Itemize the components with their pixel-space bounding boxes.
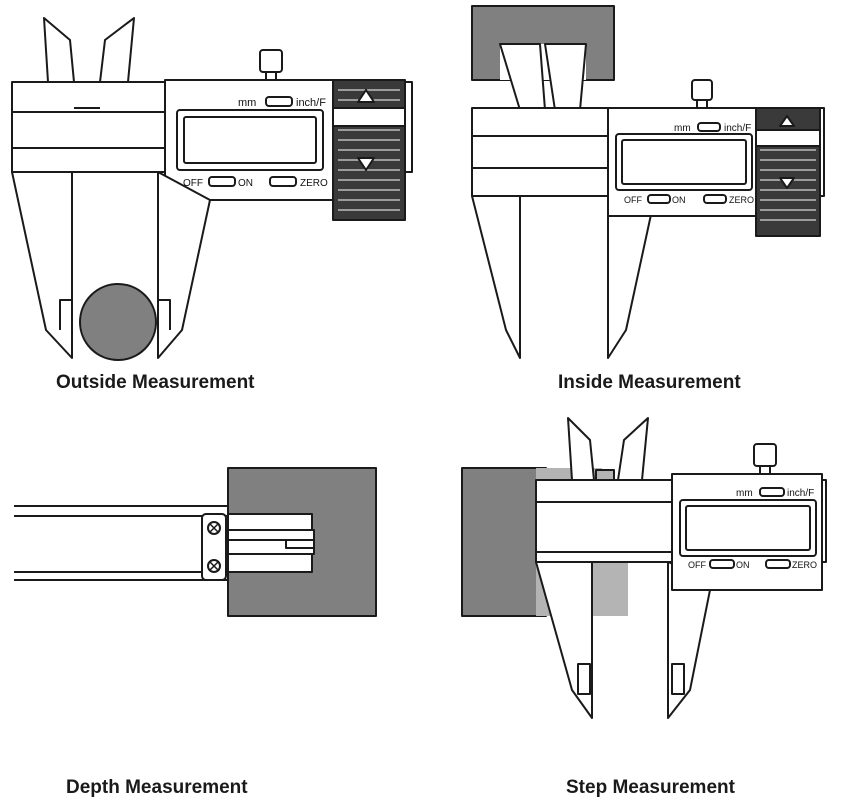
- zero-button[interactable]: [269, 176, 297, 187]
- unit-button[interactable]: [265, 96, 293, 107]
- zero-label: ZERO: [729, 195, 754, 205]
- off-label: OFF: [688, 560, 706, 570]
- zero-button[interactable]: [703, 194, 727, 204]
- power-button[interactable]: [647, 194, 671, 204]
- caption-depth: Depth Measurement: [66, 777, 248, 798]
- power-button[interactable]: [208, 176, 236, 187]
- zero-label: ZERO: [792, 560, 817, 570]
- upper-jaw-fixed: [43, 17, 75, 83]
- power-button[interactable]: [709, 559, 735, 569]
- unit-label: mm: [238, 97, 256, 109]
- lower-jaw-slide: [607, 195, 653, 359]
- unit-alt-label: inch/F: [296, 97, 326, 109]
- thumb-roller: [755, 107, 821, 237]
- panel-inside: [471, 5, 825, 359]
- unit-button[interactable]: [697, 122, 721, 132]
- round-workpiece: [79, 283, 157, 361]
- unit-alt-label: inch/F: [724, 123, 751, 134]
- lower-jaw-slide: [157, 171, 211, 359]
- unit-button[interactable]: [759, 487, 785, 497]
- lock-screw: [753, 443, 777, 467]
- off-label: OFF: [624, 195, 642, 205]
- lower-jaw-fixed: [471, 195, 521, 359]
- depth-rod: [227, 529, 315, 555]
- on-label: ON: [672, 195, 686, 205]
- step-workpiece: [461, 467, 547, 617]
- lower-jaw-fixed: [11, 171, 73, 359]
- on-label: ON: [238, 178, 253, 189]
- unit-alt-label: inch/F: [787, 488, 814, 499]
- caption-step: Step Measurement: [566, 777, 735, 798]
- lock-screw: [259, 49, 283, 73]
- upper-jaw-slide: [544, 43, 587, 111]
- panel-depth: [14, 467, 377, 617]
- unit-label: mm: [674, 123, 691, 134]
- unit-label: mm: [736, 488, 753, 499]
- panel-step: [461, 417, 827, 719]
- down-arrow-icon: [357, 157, 375, 171]
- caption-inside: Inside Measurement: [558, 372, 741, 393]
- down-arrow-icon: [779, 177, 795, 189]
- upper-jaw-slide: [617, 417, 649, 481]
- zero-label: ZERO: [300, 178, 328, 189]
- up-arrow-icon: [357, 89, 375, 103]
- upper-jaw-fixed: [567, 417, 595, 481]
- upper-jaw-slide: [99, 17, 135, 83]
- lock-screw: [691, 79, 713, 101]
- up-arrow-icon: [779, 115, 795, 127]
- zero-button[interactable]: [765, 559, 791, 569]
- off-label: OFF: [183, 178, 203, 189]
- caption-outside: Outside Measurement: [56, 372, 255, 393]
- on-label: ON: [736, 560, 750, 570]
- panel-outside: [11, 17, 413, 361]
